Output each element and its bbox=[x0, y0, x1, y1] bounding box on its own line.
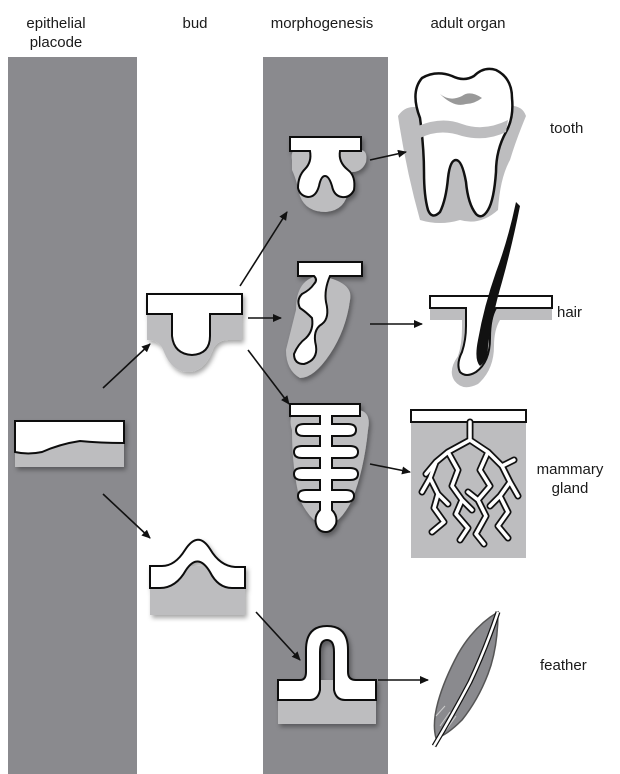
bud-stage-upper bbox=[147, 294, 242, 372]
label-hair: hair bbox=[557, 303, 582, 322]
adult-tooth bbox=[398, 69, 526, 223]
column-header-morphogenesis: morphogenesis bbox=[252, 14, 392, 33]
label-mammary-line2: gland bbox=[530, 479, 610, 498]
column-header-bud: bud bbox=[165, 14, 225, 33]
label-feather: feather bbox=[540, 656, 587, 675]
label-mammary-gland: mammary gland bbox=[530, 460, 610, 498]
column-header-placode: epithelial placode bbox=[2, 14, 110, 52]
column-header-placode-line2: placode bbox=[2, 33, 110, 52]
label-mammary-line1: mammary bbox=[530, 460, 610, 479]
placode-stage bbox=[15, 421, 124, 467]
adult-mammary-gland bbox=[411, 410, 526, 558]
adult-feather bbox=[434, 612, 498, 746]
column-header-placode-line1: epithelial bbox=[2, 14, 110, 33]
adult-hair bbox=[430, 202, 552, 387]
placode-column-band bbox=[8, 57, 137, 774]
column-header-adult-organ: adult organ bbox=[408, 14, 528, 33]
label-tooth: tooth bbox=[550, 119, 583, 138]
bud-stage-lower bbox=[150, 540, 245, 615]
